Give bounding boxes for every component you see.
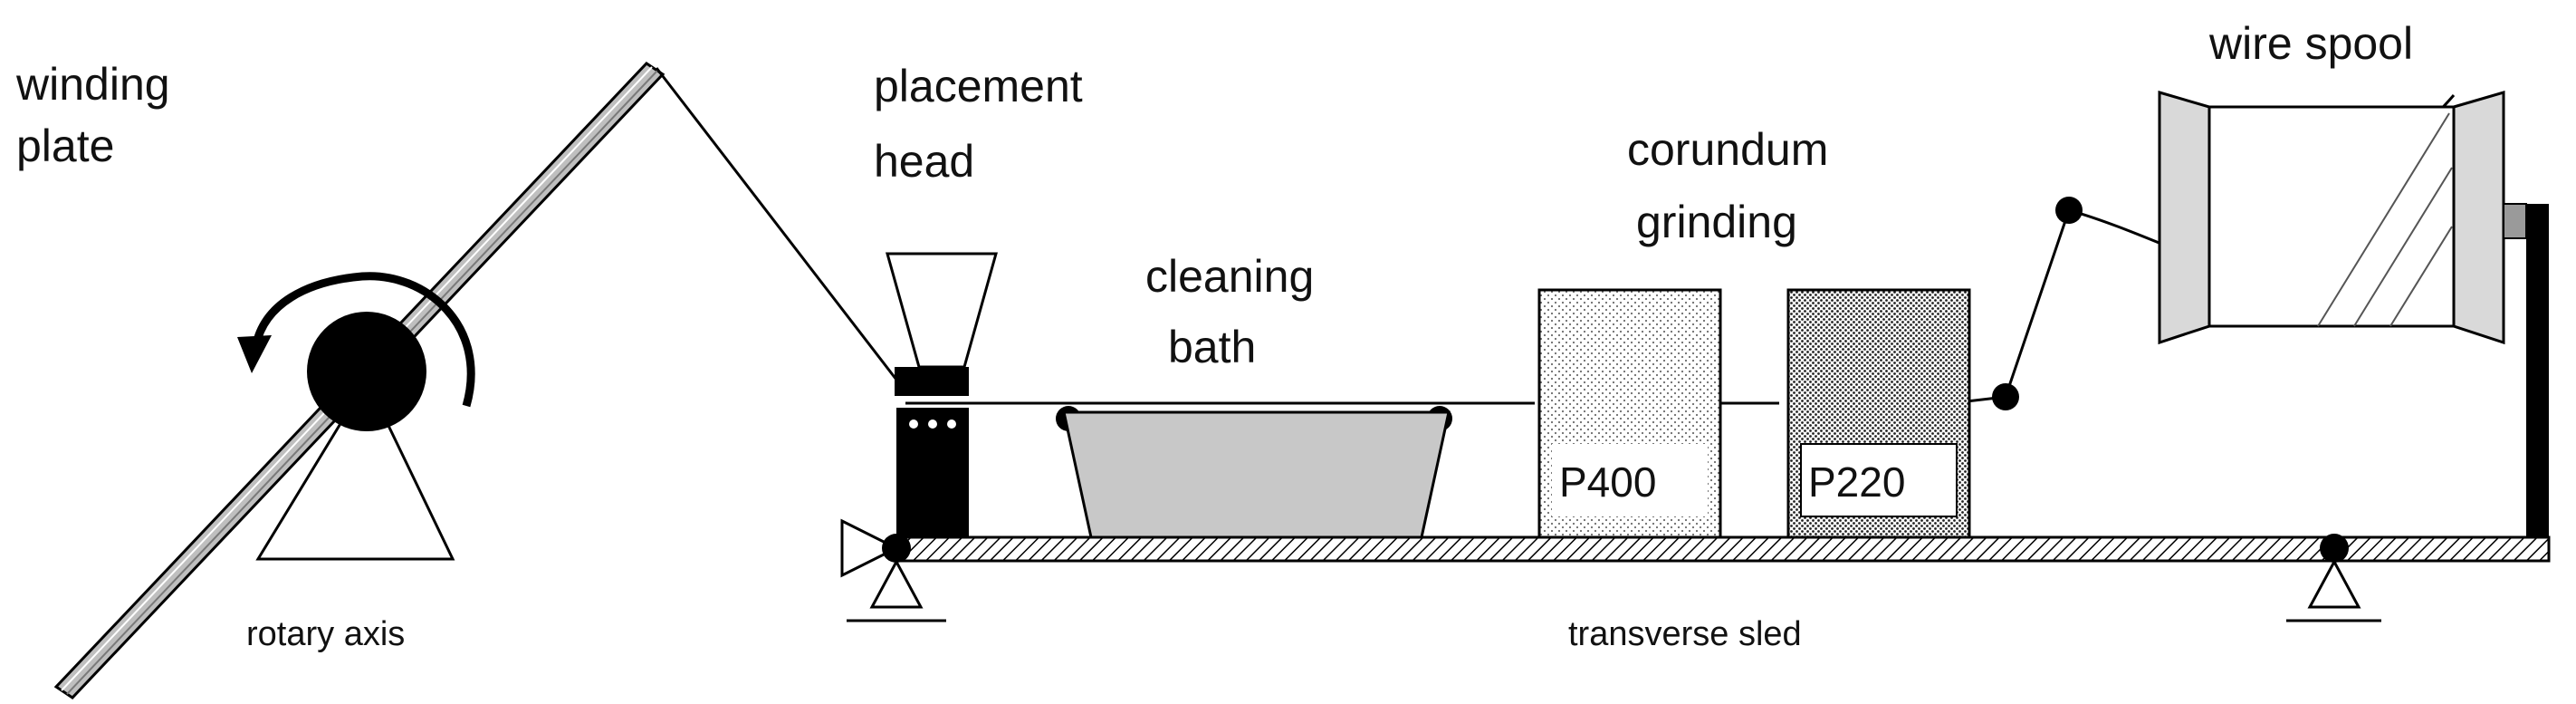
- label-p220: P220: [1808, 458, 1905, 506]
- label-p400: P400: [1559, 458, 1656, 506]
- label-winding-plate: winding plate: [15, 59, 182, 171]
- rotation-arrow-icon: [237, 272, 475, 408]
- label-wire-spool: wire spool: [2208, 18, 2413, 69]
- rotary-axis-mount: [255, 312, 455, 561]
- wire-spool: [2158, 91, 2549, 541]
- label-placement-head: placement head: [874, 61, 1096, 187]
- grinding-block-p400: [1537, 288, 1722, 539]
- transverse-sled: [895, 535, 2551, 563]
- placement-head: [886, 252, 998, 539]
- cleaning-bath: [1062, 410, 1451, 539]
- label-transverse-sled: transverse sled: [1568, 615, 1802, 653]
- label-rotary-axis: rotary axis: [246, 615, 405, 653]
- sled-support-left: [840, 518, 946, 622]
- label-corundum-grinding: corundum grinding: [1627, 124, 1841, 247]
- sled-support-right: [2286, 534, 2381, 622]
- label-cleaning-bath: cleaning bath: [1145, 251, 1326, 372]
- grinding-block-p220: [1786, 288, 1971, 539]
